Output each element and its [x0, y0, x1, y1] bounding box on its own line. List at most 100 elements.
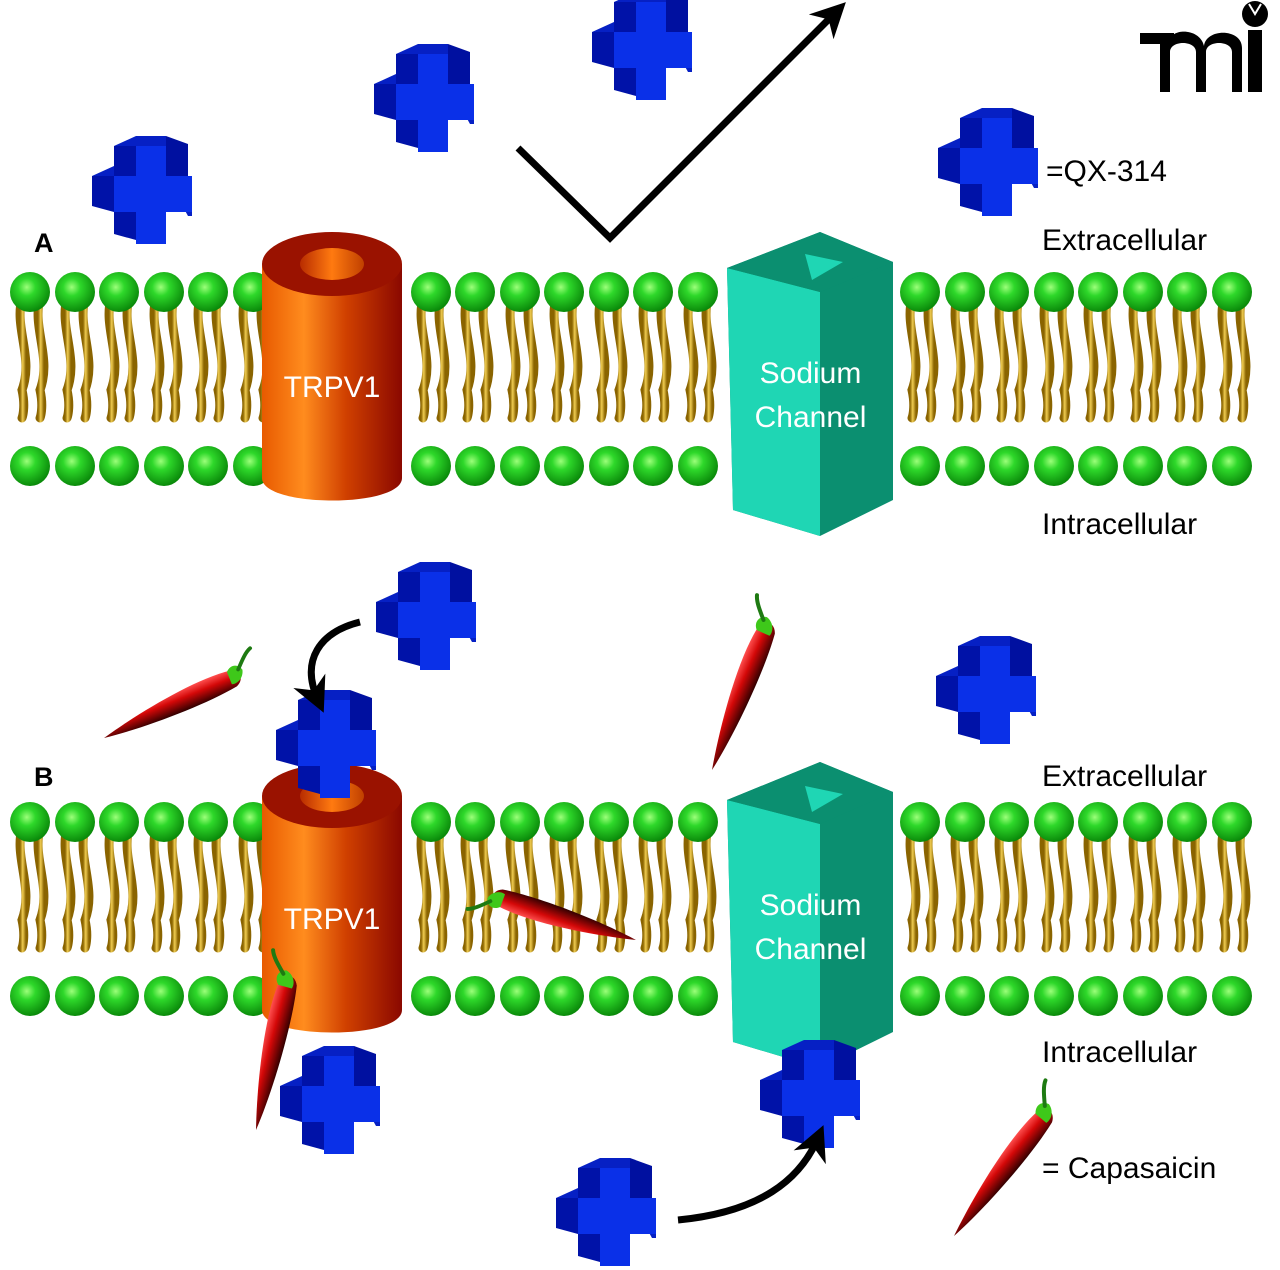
- lipid-tail: [599, 298, 623, 418]
- trpv1-channel-a: [262, 232, 402, 501]
- lipid-head-outer: [900, 802, 940, 842]
- lipid-head-outer: [455, 802, 495, 842]
- lipid-head-inner: [1212, 976, 1252, 1016]
- membrane-bilayer-b: [10, 802, 1252, 1016]
- lipid-head-outer: [989, 272, 1029, 312]
- lipid-tail: [510, 298, 534, 418]
- check-arrow: [515, 2, 846, 243]
- lipid-head-inner: [589, 446, 629, 486]
- lipid-tail: [955, 828, 979, 948]
- lipid-head-inner: [411, 976, 451, 1016]
- lipid-tail: [1177, 828, 1201, 948]
- lipid-head-inner: [1034, 446, 1074, 486]
- lipid-head-outer: [544, 272, 584, 312]
- lipid-head-outer: [1034, 802, 1074, 842]
- lipid-head-outer: [55, 802, 95, 842]
- lipid-head-inner: [945, 446, 985, 486]
- lipid-tail: [198, 828, 222, 948]
- lipid-head-outer: [1123, 802, 1163, 842]
- lipid-head-inner: [455, 446, 495, 486]
- lipid-head-inner: [1123, 446, 1163, 486]
- lipid-head-inner: [1034, 976, 1074, 1016]
- lipid-head-outer: [1034, 272, 1074, 312]
- lipid-head-outer: [544, 802, 584, 842]
- lipid-head-outer: [1212, 272, 1252, 312]
- lipid-head-outer: [188, 802, 228, 842]
- lipid-head-inner: [589, 976, 629, 1016]
- lipid-head-outer: [10, 802, 50, 842]
- lipid-tail: [198, 298, 222, 418]
- lipid-head-inner: [10, 976, 50, 1016]
- lipid-tail: [688, 828, 712, 948]
- qx314-molecule: [92, 136, 192, 244]
- lipid-head-outer: [500, 272, 540, 312]
- lipid-tail: [65, 298, 89, 418]
- lipid-head-outer: [989, 802, 1029, 842]
- lipid-head-inner: [678, 446, 718, 486]
- lipid-head-outer: [500, 802, 540, 842]
- lipid-head-inner: [455, 976, 495, 1016]
- lipid-tail: [154, 298, 178, 418]
- membrane-bilayer-a: [10, 272, 1252, 486]
- qx314-molecule-blocking-sodium-channel: [760, 1040, 860, 1148]
- lipid-tail: [510, 828, 534, 948]
- lipid-tail: [999, 828, 1023, 948]
- lipid-head-outer: [411, 272, 451, 312]
- lipid-head-inner: [55, 976, 95, 1016]
- sodium-channel-label-b-line2: Channel: [754, 933, 867, 966]
- lipid-head-inner: [678, 976, 718, 1016]
- lipid-head-outer: [678, 272, 718, 312]
- lipid-tail: [554, 298, 578, 418]
- lipid-tail: [1044, 298, 1068, 418]
- lipid-tail: [1088, 298, 1112, 418]
- lipid-tail: [109, 828, 133, 948]
- lipid-head-outer: [1078, 272, 1118, 312]
- lipid-tail: [910, 828, 934, 948]
- lipid-tail: [955, 298, 979, 418]
- lipid-tail: [109, 298, 133, 418]
- lipid-head-outer: [1167, 802, 1207, 842]
- lipid-tail: [1044, 828, 1068, 948]
- lipid-head-outer: [455, 272, 495, 312]
- lipid-head-inner: [188, 976, 228, 1016]
- sodium-channel-label-a-line1: Sodium: [759, 357, 862, 390]
- lipid-tail: [1133, 298, 1157, 418]
- lipid-head-inner: [144, 976, 184, 1016]
- lipid-head-outer: [188, 272, 228, 312]
- lipid-tail: [1133, 828, 1157, 948]
- lipid-tail: [465, 828, 489, 948]
- lipid-head-outer: [945, 802, 985, 842]
- qx314-molecule: [936, 636, 1036, 744]
- lipid-head-inner: [500, 976, 540, 1016]
- lipid-tail: [1177, 298, 1201, 418]
- lipid-head-outer: [1212, 802, 1252, 842]
- lipid-head-outer: [144, 802, 184, 842]
- lipid-head-outer: [99, 802, 139, 842]
- lipid-tail: [65, 828, 89, 948]
- lipid-tail: [1088, 828, 1112, 948]
- qx314-molecule: [376, 562, 476, 670]
- lipid-tail: [1222, 828, 1246, 948]
- lipid-head-outer: [144, 272, 184, 312]
- lipid-head-inner: [188, 446, 228, 486]
- lipid-head-inner: [99, 446, 139, 486]
- lipid-tail: [421, 828, 445, 948]
- legend-qx314-icon: [938, 108, 1038, 216]
- lipid-tail: [999, 298, 1023, 418]
- capsaicin-pepper: [91, 646, 265, 745]
- lipid-head-outer: [55, 272, 95, 312]
- qx314-molecule-intracellular: [280, 1046, 380, 1154]
- lipid-head-inner: [945, 976, 985, 1016]
- lipid-head-inner: [55, 446, 95, 486]
- lipid-tail: [421, 298, 445, 418]
- lipid-head-inner: [99, 976, 139, 1016]
- lipid-head-inner: [1123, 976, 1163, 1016]
- lipid-head-inner: [633, 446, 673, 486]
- sodium-channel-label-b-line1: Sodium: [759, 889, 862, 922]
- lipid-head-outer: [945, 272, 985, 312]
- trpv1-label-b: TRPV1: [283, 903, 381, 936]
- lipid-head-inner: [1167, 446, 1207, 486]
- lipid-head-inner: [544, 446, 584, 486]
- lipid-head-outer: [1123, 272, 1163, 312]
- lipid-tail: [643, 298, 667, 418]
